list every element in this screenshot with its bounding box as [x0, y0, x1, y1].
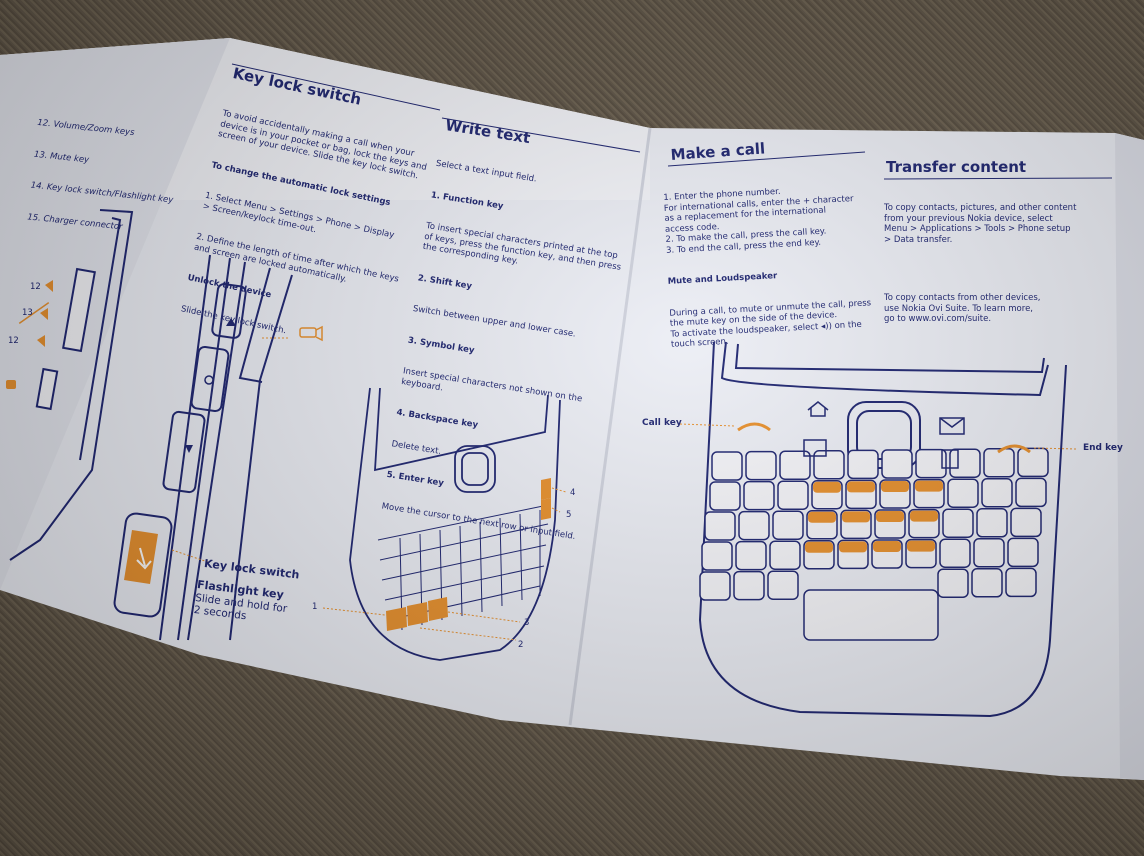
- keyboard-key: [743, 480, 775, 511]
- keyboard-key-highlight: [873, 541, 901, 552]
- left-fold: [0, 38, 230, 590]
- keyboard-key-highlight: [876, 511, 904, 522]
- keyboard-key-highlight: [847, 481, 875, 493]
- keyboard-key: [847, 449, 879, 480]
- keylock-side-view: [113, 254, 293, 641]
- small-keyboard-grid: [377, 504, 549, 631]
- callout-2: 2: [518, 640, 524, 650]
- keyboard-key-highlight: [839, 541, 867, 553]
- side-key-icons: [6, 280, 53, 389]
- keyboard-key: [711, 451, 743, 481]
- small-phone-keyboard: [349, 387, 561, 661]
- keyboard-key: [973, 538, 1005, 568]
- write-item-body: To insert special characters printed at …: [422, 220, 622, 273]
- legend-item: 14. Key lock switch/Flashlight key: [30, 180, 174, 206]
- write-item-head: 2. Shift key: [417, 272, 473, 292]
- legend-item: 12. Volume/Zoom keys: [36, 117, 135, 139]
- make-call-body: 1. Enter the phone number. For internati…: [662, 161, 874, 360]
- keyboard-key: [769, 540, 801, 570]
- legend-item: 15. Charger connector: [26, 211, 124, 232]
- transfer-text2: To copy contacts from other devices, use…: [884, 293, 1041, 324]
- end-key-label: End key: [1083, 443, 1123, 453]
- keyboard-key: [735, 540, 767, 571]
- side-phone-left: [9, 209, 134, 561]
- keyboard-key-highlight: [808, 511, 836, 523]
- keyboard-key: [1005, 567, 1037, 598]
- write-item-body: Delete text.: [390, 438, 442, 457]
- keyboard-key: [738, 510, 770, 541]
- center-fold: [568, 127, 652, 726]
- keyboard-key: [779, 450, 811, 480]
- callout-3: 3: [524, 618, 530, 628]
- write-item-head: 4. Backspace key: [395, 407, 479, 431]
- end-key-icon: [997, 444, 1031, 454]
- write-item-head: 3. Symbol key: [407, 335, 476, 356]
- keyboard-key: [1017, 447, 1049, 478]
- keylock-switch-highlight: [124, 530, 158, 584]
- side-number-13: 13: [22, 308, 33, 318]
- small-keyboard-highlights: [386, 478, 551, 631]
- keyboard-key: [949, 448, 981, 478]
- callout-5: 5: [566, 510, 572, 520]
- transfer-text1: To copy contacts, pictures, and other co…: [884, 203, 1077, 245]
- keyboard-key: [915, 448, 947, 479]
- keyboard-key-highlight: [881, 481, 909, 492]
- keyboard-key: [1015, 477, 1047, 508]
- keyboard-key: [704, 511, 736, 541]
- keyboard-key: [976, 508, 1008, 538]
- keyboard-key: [971, 568, 1003, 598]
- keyboard-key: [1010, 507, 1042, 538]
- keyboard-key-highlight: [910, 510, 938, 522]
- keyboard-key: [981, 478, 1013, 508]
- flashlight-icon: [299, 325, 323, 342]
- transfer-body: To copy contacts, pictures, and other co…: [884, 182, 1076, 335]
- keyboard-key: [947, 478, 979, 508]
- write-item-head: 1. Function key: [430, 189, 505, 212]
- keyboard-key-highlight: [805, 541, 833, 553]
- legend-item: 13. Mute key: [33, 149, 90, 165]
- side-legend: 12. Volume/Zoom keys 13. Mute key 14. Ke…: [26, 97, 183, 248]
- callout-1: 1: [312, 602, 318, 612]
- keyboard-key: [939, 538, 971, 568]
- keyboard-key: [813, 450, 845, 480]
- callout-4: 4: [570, 488, 576, 498]
- keyboard-key: [777, 480, 809, 510]
- large-keyboard-keys: [699, 447, 1049, 641]
- make-call-steps: 1. Enter the phone number. For internati…: [663, 186, 854, 256]
- write-item-head: 5. Enter key: [385, 469, 445, 489]
- transfer-title: Transfer content: [886, 158, 1027, 176]
- keyboard-key: [937, 568, 969, 598]
- keyboard-key: [881, 449, 913, 479]
- keyboard-key-highlight: [915, 480, 943, 492]
- keyboard-key: [709, 481, 741, 511]
- keyboard-key-highlight: [813, 481, 841, 493]
- keyboard-key: [767, 570, 799, 600]
- keyboard-key: [699, 571, 731, 601]
- keyboard-key-highlight: [842, 511, 870, 523]
- side-number-12a: 12: [30, 282, 41, 292]
- large-keyboard-icons: [803, 401, 965, 469]
- call-key-label: Call key: [642, 418, 682, 428]
- keyboard-key: [701, 541, 733, 571]
- space-key: [803, 589, 939, 641]
- keyboard-key-highlight: [907, 540, 935, 552]
- keyboard-key: [745, 450, 777, 481]
- keyboard-key: [733, 570, 765, 601]
- call-key-icon: [737, 422, 771, 432]
- write-text-intro: Select a text input field.: [435, 158, 538, 185]
- mute-text: During a call, to mute or unmute the cal…: [669, 297, 872, 350]
- keyboard-key: [942, 508, 974, 538]
- mute-heading: Mute and Loudspeaker: [667, 271, 778, 287]
- side-number-12b: 12: [8, 336, 19, 346]
- write-item-body: Switch between upper and lower case.: [412, 303, 577, 340]
- keyboard-key: [983, 448, 1015, 478]
- write-item-body: Insert special characters not shown on t…: [400, 366, 583, 405]
- keyboard-key: [1007, 537, 1039, 568]
- keyboard-key: [772, 510, 804, 540]
